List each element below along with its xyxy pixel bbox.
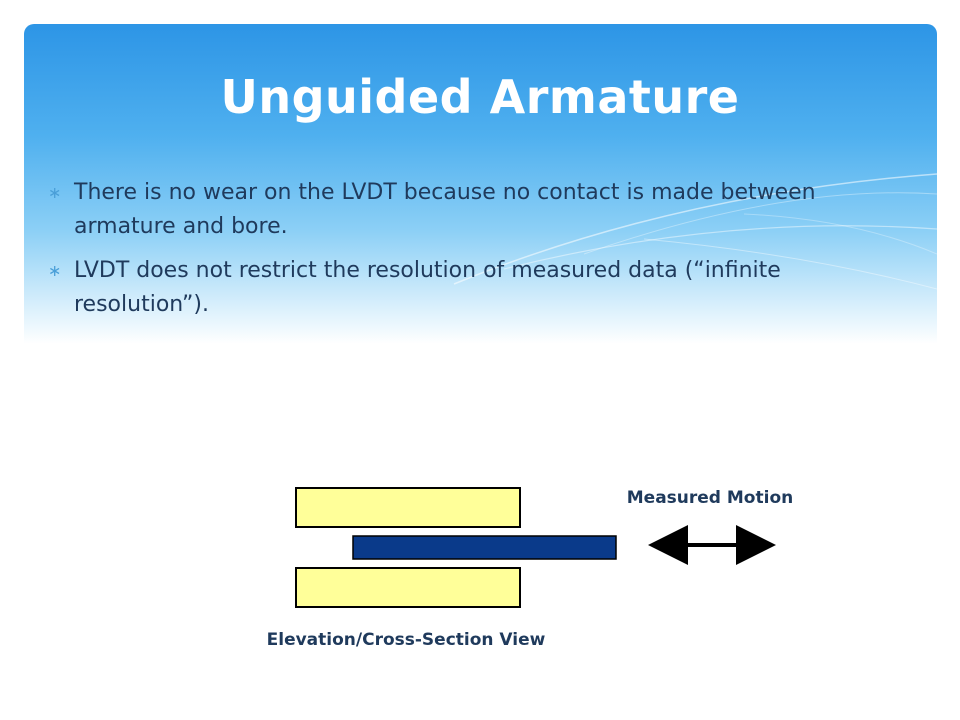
header-background	[24, 24, 937, 344]
asterisk-bullet-icon: ∗	[48, 261, 62, 280]
armature-bar	[352, 535, 617, 560]
bullet-item: ∗ There is no wear on the LVDT because n…	[48, 176, 868, 244]
measured-motion-label: Measured Motion	[626, 488, 794, 508]
bullet-list: ∗ There is no wear on the LVDT because n…	[48, 176, 868, 332]
asterisk-bullet-icon: ∗	[48, 183, 62, 202]
bullet-text: There is no wear on the LVDT because no …	[74, 180, 816, 239]
lower-coil-block	[295, 567, 521, 608]
diagram-caption: Elevation/Cross-Section View	[266, 630, 546, 650]
bullet-item: ∗ LVDT does not restrict the resolution …	[48, 254, 868, 322]
decorative-swoosh-lines	[453, 173, 937, 290]
bullet-text: LVDT does not restrict the resolution of…	[74, 258, 781, 317]
slide-title: Unguided Armature	[220, 70, 740, 124]
upper-coil-block	[295, 487, 521, 528]
